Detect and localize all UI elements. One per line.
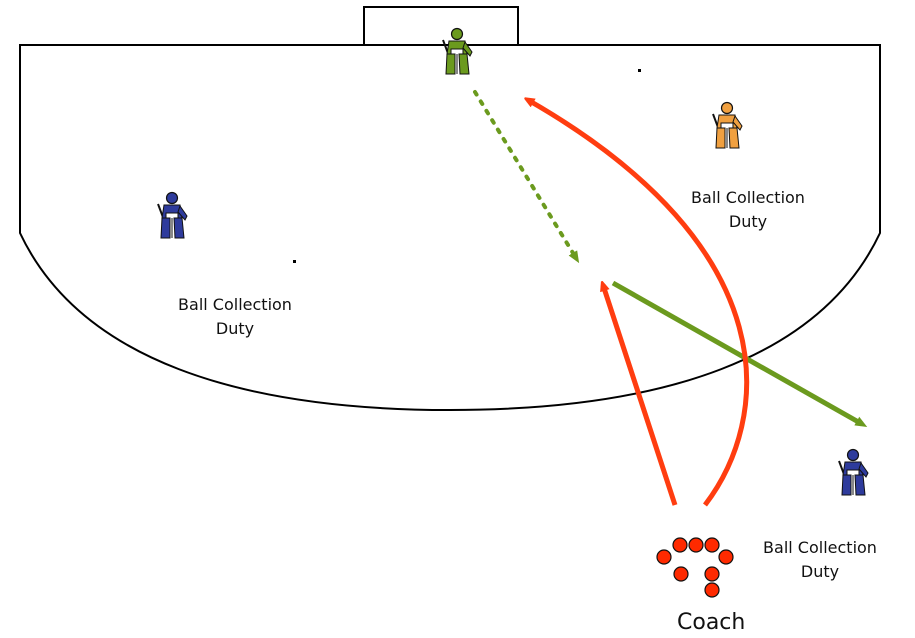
goalkeeper-green <box>442 27 473 75</box>
duty-label-top-right: Ball Collection Duty <box>648 186 848 234</box>
player-dot <box>656 549 672 565</box>
player-dot <box>704 537 720 553</box>
pass-arrow-dotted <box>473 90 580 264</box>
player-dot <box>673 566 689 582</box>
coach-label: Coach <box>677 610 746 635</box>
player-dot <box>688 537 704 553</box>
shooting-circle <box>19 44 881 412</box>
duty-label-bottom-right-line2: Duty <box>800 562 840 581</box>
duty-label-left: Ball Collection Duty <box>135 293 335 341</box>
run-arrow-short <box>603 285 678 506</box>
goalkeeper-blue-right <box>838 448 869 496</box>
pass-arrow-solid <box>611 280 868 427</box>
duty-label-top-right-line1: Ball Collection <box>691 188 805 207</box>
duty-label-left-line1: Ball Collection <box>178 295 292 314</box>
pitch-dot <box>293 260 296 263</box>
player-dot <box>704 582 720 598</box>
goalkeeper-blue-left <box>157 191 188 239</box>
run-arrow-curved <box>528 100 750 507</box>
player-dot <box>718 549 734 565</box>
duty-label-bottom-right-line1: Ball Collection <box>763 538 877 557</box>
coach-player-group <box>656 537 734 598</box>
duty-label-left-line2: Duty <box>215 319 255 338</box>
player-dot <box>672 537 688 553</box>
duty-label-bottom-right: Ball Collection Duty <box>735 536 905 584</box>
player-dot <box>704 566 720 582</box>
pitch-dot <box>638 69 641 72</box>
goalkeeper-orange <box>712 101 743 149</box>
goal <box>363 6 519 46</box>
duty-label-top-right-line2: Duty <box>728 212 768 231</box>
